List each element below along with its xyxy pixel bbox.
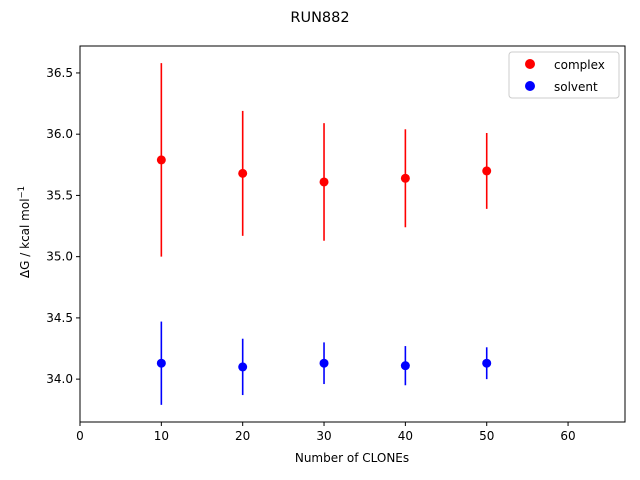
legend: complex solvent	[508, 51, 620, 99]
series-complex	[156, 63, 492, 257]
y-tick-label: 35.5	[46, 188, 73, 202]
data-point-solvent	[156, 358, 166, 368]
x-tick-label: 50	[479, 429, 494, 443]
y-axis-label-main: ΔG / kcal mol	[18, 198, 32, 278]
data-point-solvent	[482, 358, 492, 368]
data-point-complex	[238, 168, 248, 178]
y-tick-label: 35.0	[46, 250, 73, 264]
y-tick-label: 34.0	[46, 372, 73, 386]
data-layer	[156, 63, 492, 405]
y-tick-label: 36.0	[46, 127, 73, 141]
x-axis-ticks: 0 10 20 30 40 50 60	[76, 422, 576, 443]
x-tick-label: 20	[235, 429, 250, 443]
legend-label-complex: complex	[554, 58, 605, 72]
data-point-solvent	[400, 361, 410, 371]
plot-frame	[79, 45, 626, 423]
x-tick-label: 30	[316, 429, 331, 443]
data-point-complex	[319, 177, 329, 187]
series-solvent	[156, 321, 492, 405]
x-tick-label: 10	[154, 429, 169, 443]
y-axis-ticks: 34.0 34.5 35.0 35.5 36.0 36.5	[46, 66, 80, 386]
legend-marker-complex	[525, 59, 535, 69]
legend-frame	[508, 51, 620, 99]
x-axis-label: Number of CLONEs	[295, 451, 409, 465]
data-point-solvent	[238, 362, 248, 372]
data-point-solvent	[319, 358, 329, 368]
y-axis-label: ΔG / kcal mol−1	[17, 186, 32, 278]
chart-title: RUN882	[290, 10, 349, 26]
data-point-complex	[156, 155, 166, 165]
y-tick-label: 34.5	[46, 311, 73, 325]
x-tick-label: 60	[560, 429, 575, 443]
data-point-complex	[400, 173, 410, 183]
x-tick-label: 0	[76, 429, 84, 443]
legend-label-solvent: solvent	[554, 80, 598, 94]
y-axis-label-superscript: −1	[17, 186, 27, 199]
data-point-complex	[482, 166, 492, 176]
y-tick-label: 36.5	[46, 66, 73, 80]
legend-marker-solvent	[525, 81, 535, 91]
x-tick-label: 40	[398, 429, 413, 443]
